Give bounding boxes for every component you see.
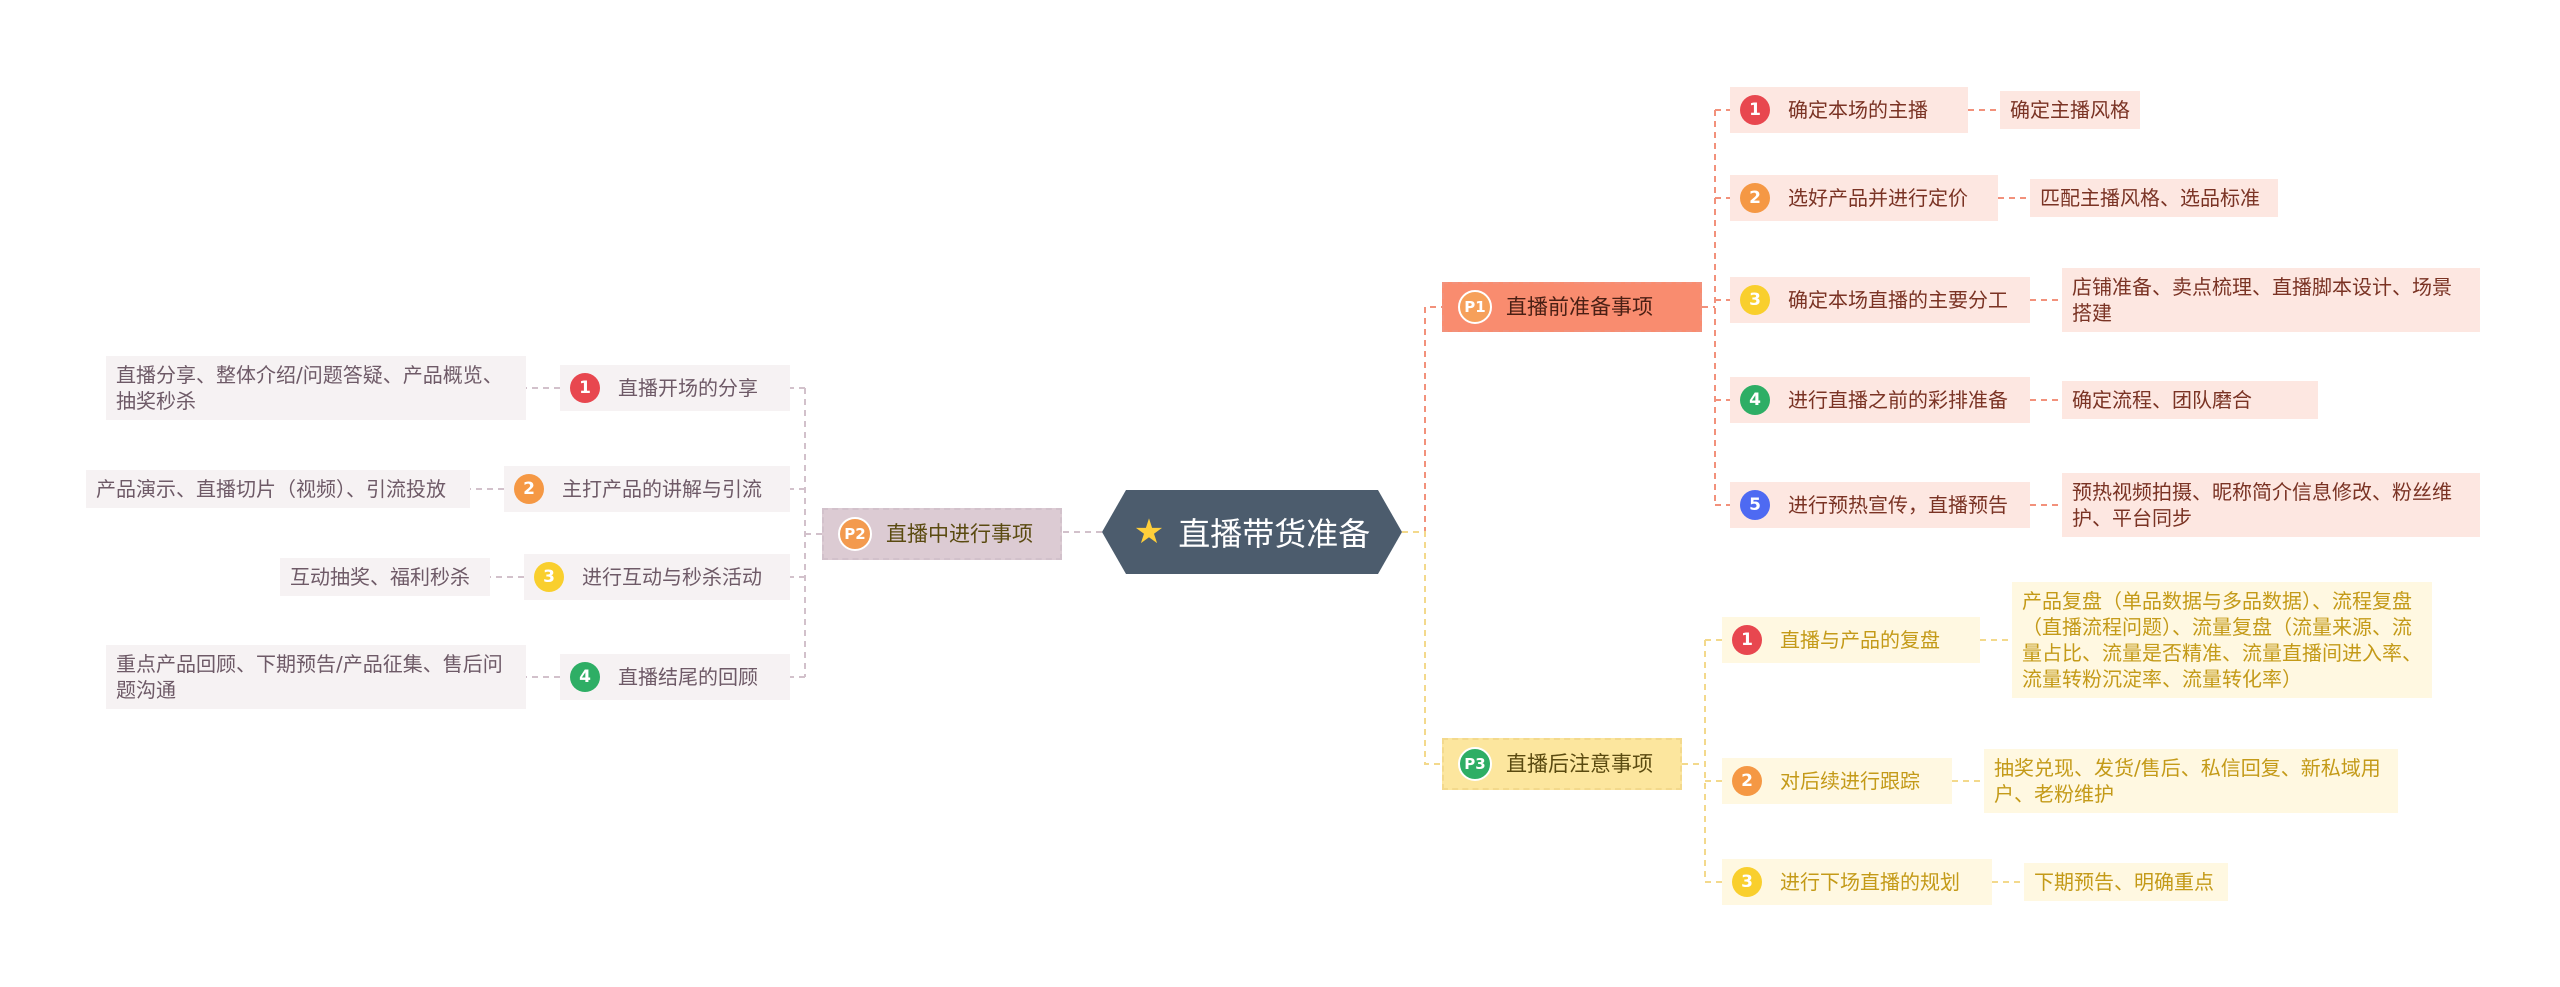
detail-p2-2[interactable]: 产品演示、直播切片（视频）、引流投放 <box>86 470 470 508</box>
subtopic-p3-1[interactable]: 1 直播与产品的复盘 <box>1722 617 1980 663</box>
subtopic-label: 对后续进行跟踪 <box>1780 769 1920 793</box>
priority-badge-p1: P1 <box>1458 290 1492 324</box>
subtopic-label: 确定本场的主播 <box>1788 98 1928 122</box>
detail-p2-4[interactable]: 重点产品回顾、下期预告/产品征集、售后问题沟通 <box>106 645 526 709</box>
subtopic-label: 进行预热宣传，直播预告 <box>1788 493 2008 517</box>
detail-p3-3[interactable]: 下期预告、明确重点 <box>2024 863 2228 901</box>
priority-badge-p2: P2 <box>838 517 872 551</box>
subtopic-label: 直播开场的分享 <box>618 376 758 400</box>
detail-text: 下期预告、明确重点 <box>2034 870 2214 894</box>
number-badge: 1 <box>570 373 600 403</box>
subtopic-p1-5[interactable]: 5 进行预热宣传，直播预告 <box>1730 482 2030 528</box>
detail-text: 直播分享、整体介绍/问题答疑、产品概览、抽奖秒杀 <box>116 363 503 413</box>
detail-text: 重点产品回顾、下期预告/产品征集、售后问题沟通 <box>116 652 503 702</box>
branch-topic-p1[interactable]: P1 直播前准备事项 <box>1442 282 1702 332</box>
subtopic-label: 进行直播之前的彩排准备 <box>1788 388 2008 412</box>
detail-p1-4[interactable]: 确定流程、团队磨合 <box>2062 381 2318 419</box>
number-badge: 2 <box>1740 183 1770 213</box>
subtopic-p3-3[interactable]: 3 进行下场直播的规划 <box>1722 859 1992 905</box>
root-topic[interactable]: ★ 直播带货准备 <box>1102 490 1402 574</box>
subtopic-label: 进行下场直播的规划 <box>1780 870 1960 894</box>
number-badge: 3 <box>1740 285 1770 315</box>
subtopic-p3-2[interactable]: 2 对后续进行跟踪 <box>1722 758 1952 804</box>
subtopic-p2-1[interactable]: 1 直播开场的分享 <box>560 365 790 411</box>
branch-topic-p3[interactable]: P3 直播后注意事项 <box>1442 738 1682 790</box>
detail-p1-5[interactable]: 预热视频拍摄、昵称简介信息修改、粉丝维护、平台同步 <box>2062 473 2480 537</box>
subtopic-p1-4[interactable]: 4 进行直播之前的彩排准备 <box>1730 377 2030 423</box>
subtopic-label: 选好产品并进行定价 <box>1788 186 1968 210</box>
number-badge: 3 <box>1732 867 1762 897</box>
detail-p3-2[interactable]: 抽奖兑现、发货/售后、私信回复、新私域用户、老粉维护 <box>1984 749 2398 813</box>
detail-text: 预热视频拍摄、昵称简介信息修改、粉丝维护、平台同步 <box>2072 480 2452 530</box>
subtopic-label: 直播与产品的复盘 <box>1780 628 1940 652</box>
detail-p3-1[interactable]: 产品复盘（单品数据与多品数据）、流程复盘（直播流程问题）、流量复盘（流量来源、流… <box>2012 582 2432 698</box>
branch-topic-p2[interactable]: P2 直播中进行事项 <box>822 508 1062 560</box>
priority-badge-p3: P3 <box>1458 747 1492 781</box>
detail-p1-1[interactable]: 确定主播风格 <box>2000 91 2140 129</box>
subtopic-label: 主打产品的讲解与引流 <box>562 477 762 501</box>
subtopic-p1-2[interactable]: 2 选好产品并进行定价 <box>1730 175 1998 221</box>
detail-text: 店铺准备、卖点梳理、直播脚本设计、场景搭建 <box>2072 275 2452 325</box>
detail-p1-3[interactable]: 店铺准备、卖点梳理、直播脚本设计、场景搭建 <box>2062 268 2480 332</box>
branch-topic-label: 直播中进行事项 <box>886 522 1033 546</box>
number-badge: 5 <box>1740 490 1770 520</box>
number-badge: 1 <box>1732 625 1762 655</box>
number-badge: 4 <box>1740 385 1770 415</box>
branch-topic-label: 直播后注意事项 <box>1506 752 1653 776</box>
detail-p2-1[interactable]: 直播分享、整体介绍/问题答疑、产品概览、抽奖秒杀 <box>106 356 526 420</box>
number-badge: 2 <box>514 474 544 504</box>
subtopic-p2-2[interactable]: 2 主打产品的讲解与引流 <box>504 466 790 512</box>
detail-p1-2[interactable]: 匹配主播风格、选品标准 <box>2030 179 2278 217</box>
root-topic-label: 直播带货准备 <box>1178 515 1371 553</box>
number-badge: 1 <box>1740 95 1770 125</box>
detail-text: 产品演示、直播切片（视频）、引流投放 <box>96 477 446 501</box>
detail-text: 匹配主播风格、选品标准 <box>2040 186 2260 210</box>
subtopic-label: 直播结尾的回顾 <box>618 665 758 689</box>
subtopic-p2-4[interactable]: 4 直播结尾的回顾 <box>560 654 790 700</box>
subtopic-p2-3[interactable]: 3 进行互动与秒杀活动 <box>524 554 790 600</box>
number-badge: 4 <box>570 662 600 692</box>
branch-topic-label: 直播前准备事项 <box>1506 295 1653 319</box>
subtopic-p1-1[interactable]: 1 确定本场的主播 <box>1730 87 1968 133</box>
connector-line <box>1402 306 1442 533</box>
detail-p2-3[interactable]: 互动抽奖、福利秒杀 <box>280 558 490 596</box>
number-badge: 2 <box>1732 766 1762 796</box>
connector-line <box>1402 531 1442 765</box>
detail-text: 互动抽奖、福利秒杀 <box>290 565 470 589</box>
subtopic-p1-3[interactable]: 3 确定本场直播的主要分工 <box>1730 277 2030 323</box>
number-badge: 3 <box>534 562 564 592</box>
detail-text: 抽奖兑现、发货/售后、私信回复、新私域用户、老粉维护 <box>1994 756 2381 806</box>
star-icon: ★ <box>1133 512 1165 552</box>
subtopic-label: 确定本场直播的主要分工 <box>1788 288 2008 312</box>
detail-text: 确定流程、团队磨合 <box>2072 388 2252 412</box>
detail-text: 确定主播风格 <box>2010 98 2130 122</box>
subtopic-label: 进行互动与秒杀活动 <box>582 565 762 589</box>
detail-text: 产品复盘（单品数据与多品数据）、流程复盘（直播流程问题）、流量复盘（流量来源、流… <box>2022 589 2422 691</box>
